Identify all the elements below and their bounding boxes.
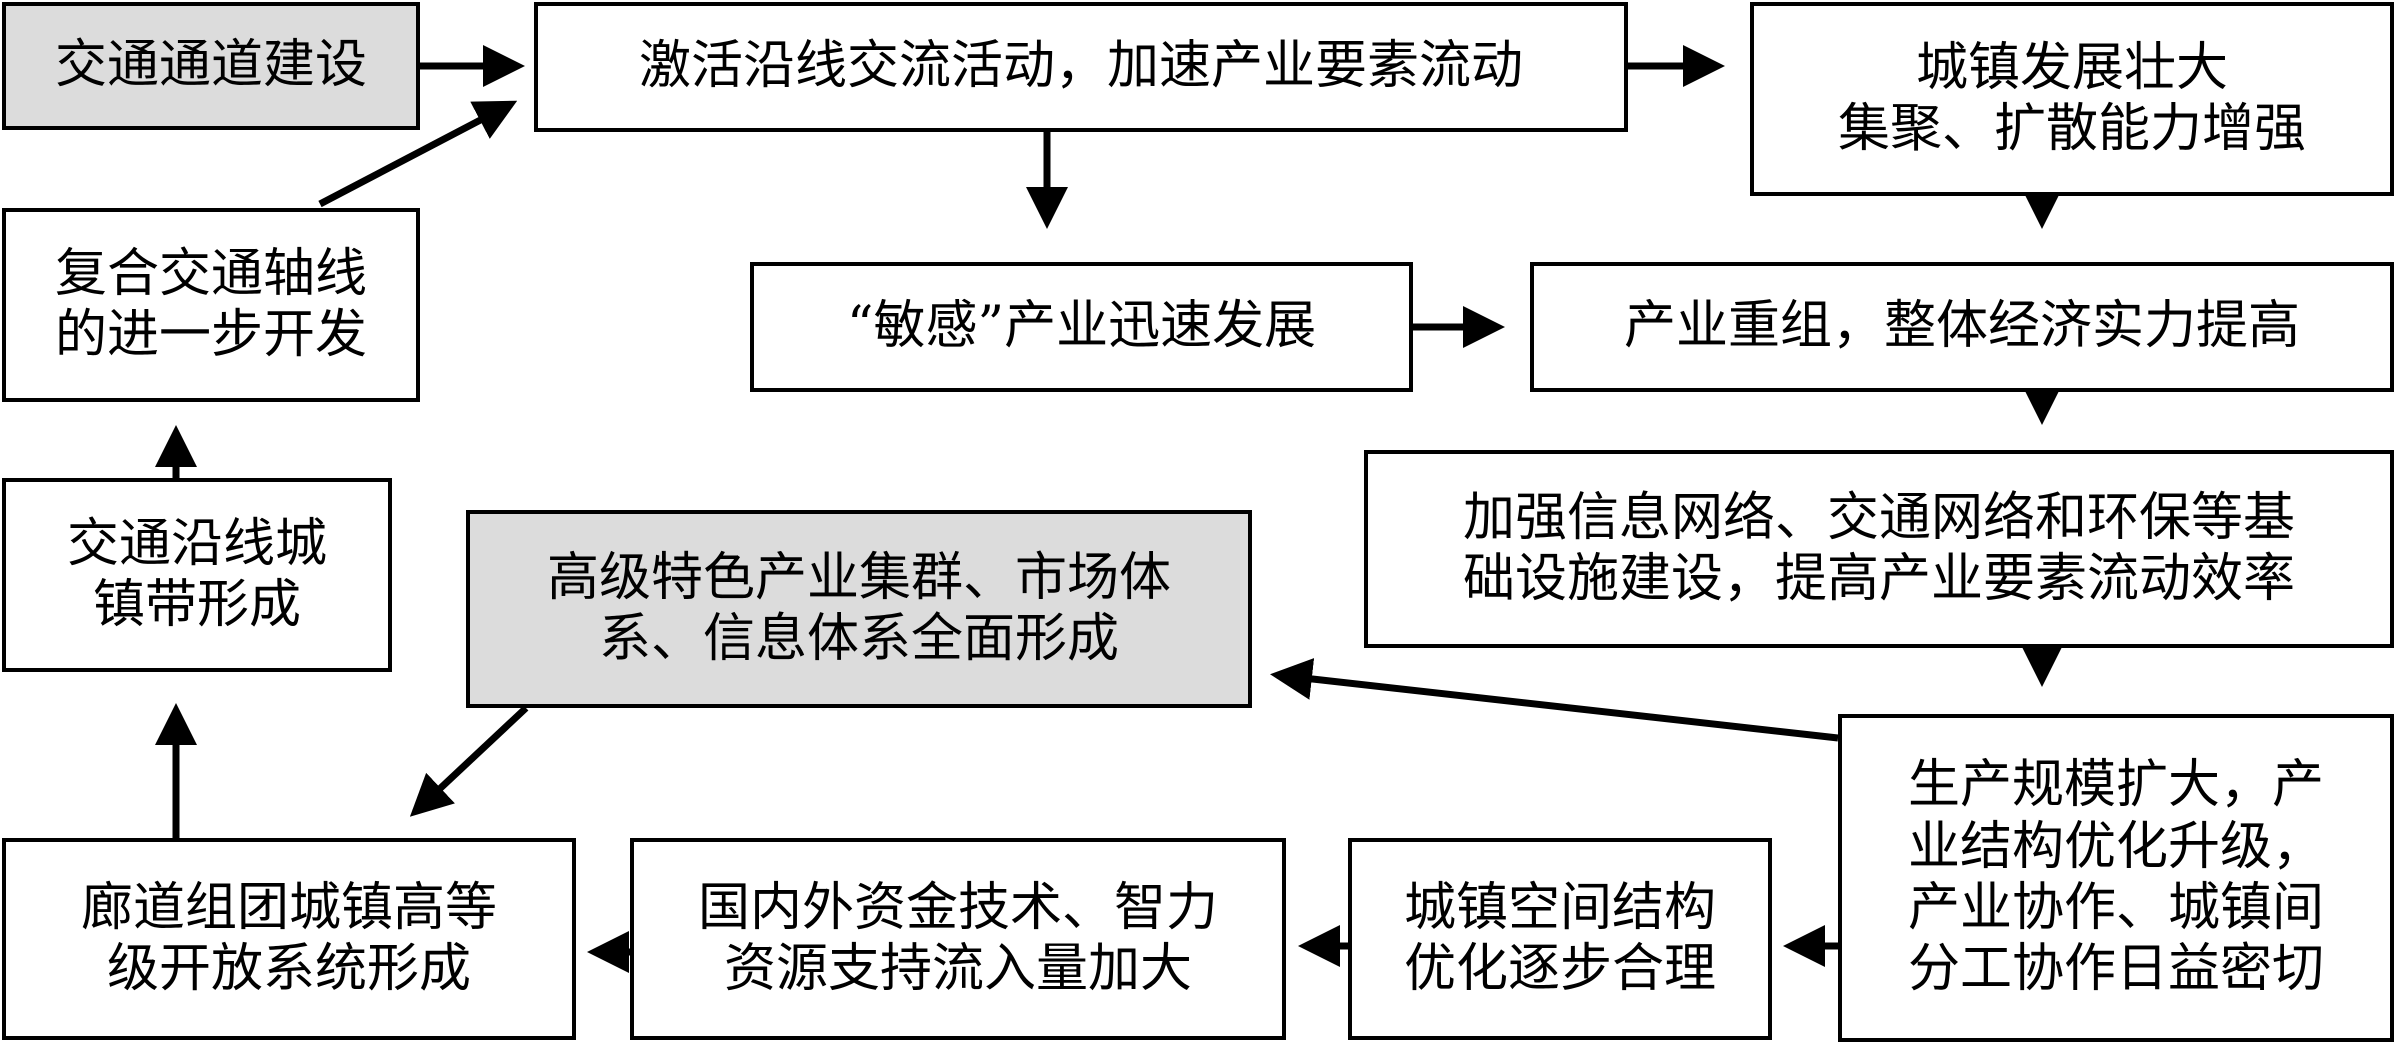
node-town-growth: 城镇发展壮大 集聚、扩散能力增强	[1750, 2, 2394, 196]
node-label: 加强信息网络、交通网络和环保等基 础设施建设，提高产业要素流动效率	[1462, 487, 2295, 609]
node-label: 廊道组团城镇高等 级开放系统形成	[80, 877, 497, 999]
node-label: 城镇空间结构 优化逐步合理	[1403, 877, 1716, 999]
node-label: 高级特色产业集群、市场体 系、信息体系全面形成	[546, 547, 1171, 669]
node-activate-exchange: 激活沿线交流活动，加速产业要素流动	[534, 2, 1628, 132]
node-label: 城镇发展壮大 集聚、扩散能力增强	[1837, 37, 2306, 159]
node-label: 交通通道建设	[54, 35, 367, 96]
node-label: 产业重组，整体经济实力提高	[1623, 296, 2300, 357]
node-spatial-structure: 城镇空间结构 优化逐步合理	[1348, 838, 1772, 1040]
node-label: 激活沿线交流活动，加速产业要素流动	[638, 36, 1523, 97]
node-composite-axis-development: 复合交通轴线 的进一步开发	[2, 208, 420, 402]
node-transport-corridor-construction: 交通通道建设	[2, 2, 420, 130]
node-industry-cluster-system: 高级特色产业集群、市场体 系、信息体系全面形成	[466, 510, 1252, 708]
node-open-system-formation: 廊道组团城镇高等 级开放系统形成	[2, 838, 576, 1040]
node-infrastructure: 加强信息网络、交通网络和环保等基 础设施建设，提高产业要素流动效率	[1364, 450, 2394, 648]
arrow-n9-to-n11	[409, 705, 529, 817]
node-label: 国内外资金技术、智力 资源支持流入量加大	[697, 877, 1218, 999]
node-sensitive-industry: “敏感”产业迅速发展	[750, 262, 1413, 392]
node-label: “敏感”产业迅速发展	[846, 296, 1317, 357]
node-industry-restructuring: 产业重组，整体经济实力提高	[1530, 262, 2394, 392]
node-capital-inflow: 国内外资金技术、智力 资源支持流入量加大	[630, 838, 1286, 1040]
arrow-n10-to-n9	[1270, 658, 1839, 742]
arrow-n4-to-n2	[318, 100, 518, 208]
node-label: 生产规模扩大，产 业结构优化升级， 产业协作、城镇间 分工协作日益密切	[1907, 755, 2324, 1000]
node-production-expansion: 生产规模扩大，产 业结构优化升级， 产业协作、城镇间 分工协作日益密切	[1838, 714, 2394, 1042]
node-town-belt-formation: 交通沿线城 镇带形成	[2, 478, 392, 672]
node-label: 复合交通轴线 的进一步开发	[54, 243, 367, 365]
node-label: 交通沿线城 镇带形成	[66, 513, 327, 635]
